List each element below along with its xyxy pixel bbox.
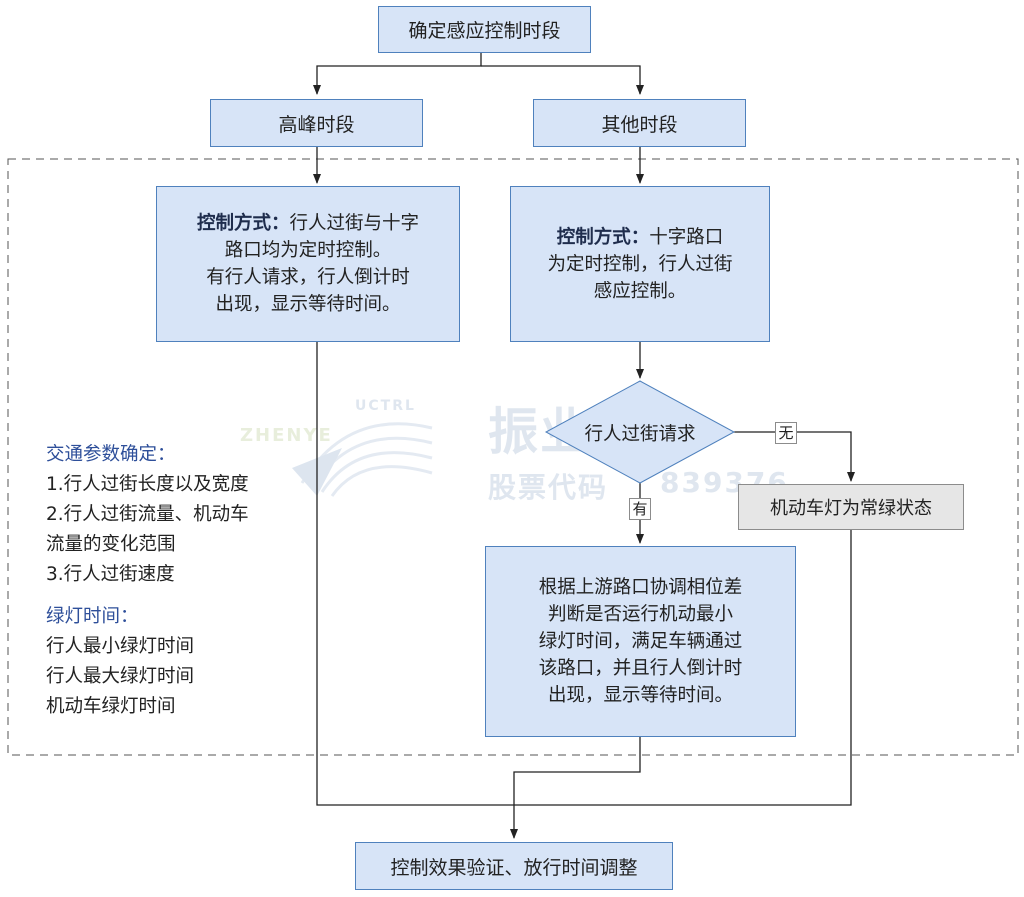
other-method-label: 控制方式： (556, 226, 650, 248)
connector-start-other (481, 65, 644, 95)
dashed-region (7, 158, 1019, 756)
watermark-logo-arc: UCTRL (355, 398, 416, 414)
action-line-3: 绿灯时间，满足车辆通过 (538, 631, 743, 652)
green-time-item: 机动车绿灯时间 (46, 696, 176, 717)
action-line-1: 根据上游路口协调相位差 (538, 577, 743, 598)
traffic-param-item: 流量的变化范围 (46, 534, 176, 555)
traffic-param-item: 3.行人过街速度 (46, 564, 175, 585)
peak-method-line-2: 路口均为定时控制。 (224, 240, 392, 261)
no-label: 无 (775, 422, 797, 444)
decision-label: 行人过街请求 (584, 424, 696, 445)
connector-decision-no (734, 431, 855, 482)
action-node: 根据上游路口协调相位差 判断是否运行机动最小 绿灯时间，满足车辆通过 该路口，并… (485, 546, 796, 737)
green-state-node: 机动车灯为常绿状态 (738, 484, 964, 530)
connector-peak-end (316, 342, 852, 806)
end-node: 控制效果验证、放行时间调整 (355, 842, 673, 890)
peak-method-line-1: 控制方式：行人过街与十字 (196, 213, 420, 234)
peak-method-label: 控制方式： (196, 213, 290, 234)
peak-method-node: 控制方式：行人过街与十字 路口均为定时控制。 有行人请求，行人倒计时 出现，显示… (156, 186, 460, 342)
watermark-stock-label: 股票代码 (488, 471, 609, 504)
other-method-line-1: 控制方式：十字路口 (556, 226, 724, 248)
yes-label: 有 (629, 498, 651, 520)
parameters-block: 交通参数确定： 1.行人过街长度以及宽度 2.行人过街流量、机动车 流量的变化范… (46, 440, 249, 722)
decision-diamond (544, 380, 736, 484)
other-method-line-2: 为定时控制，行人过街 (547, 253, 733, 275)
start-node: 确定感应控制时段 (378, 6, 591, 53)
green-time-item: 行人最小绿灯时间 (46, 636, 195, 657)
green-time-item: 行人最大绿灯时间 (46, 666, 195, 687)
traffic-params-title: 交通参数确定： (46, 444, 176, 465)
connector-start-split (313, 53, 482, 95)
action-line-2: 判断是否运行机动最小 (547, 604, 733, 625)
green-time-title: 绿灯时间： (46, 606, 139, 627)
watermark-logo-text: ZHENYE (240, 425, 333, 446)
action-line-5: 出现，显示等待时间。 (547, 685, 733, 706)
other-method-line-3: 感应控制。 (593, 280, 687, 302)
connector-action-end (510, 737, 641, 839)
other-period-node: 其他时段 (533, 99, 746, 147)
other-method-node: 控制方式：十字路口 为定时控制，行人过街 感应控制。 (510, 186, 770, 342)
peak-period-node: 高峰时段 (210, 99, 423, 147)
traffic-param-item: 2.行人过街流量、机动车 (46, 504, 249, 525)
traffic-param-item: 1.行人过街长度以及宽度 (46, 474, 249, 495)
peak-method-line-4: 出现，显示等待时间。 (215, 294, 401, 315)
action-line-4: 该路口，并且行人倒计时 (538, 658, 743, 679)
peak-method-line-3: 有行人请求，行人倒计时 (206, 267, 410, 288)
